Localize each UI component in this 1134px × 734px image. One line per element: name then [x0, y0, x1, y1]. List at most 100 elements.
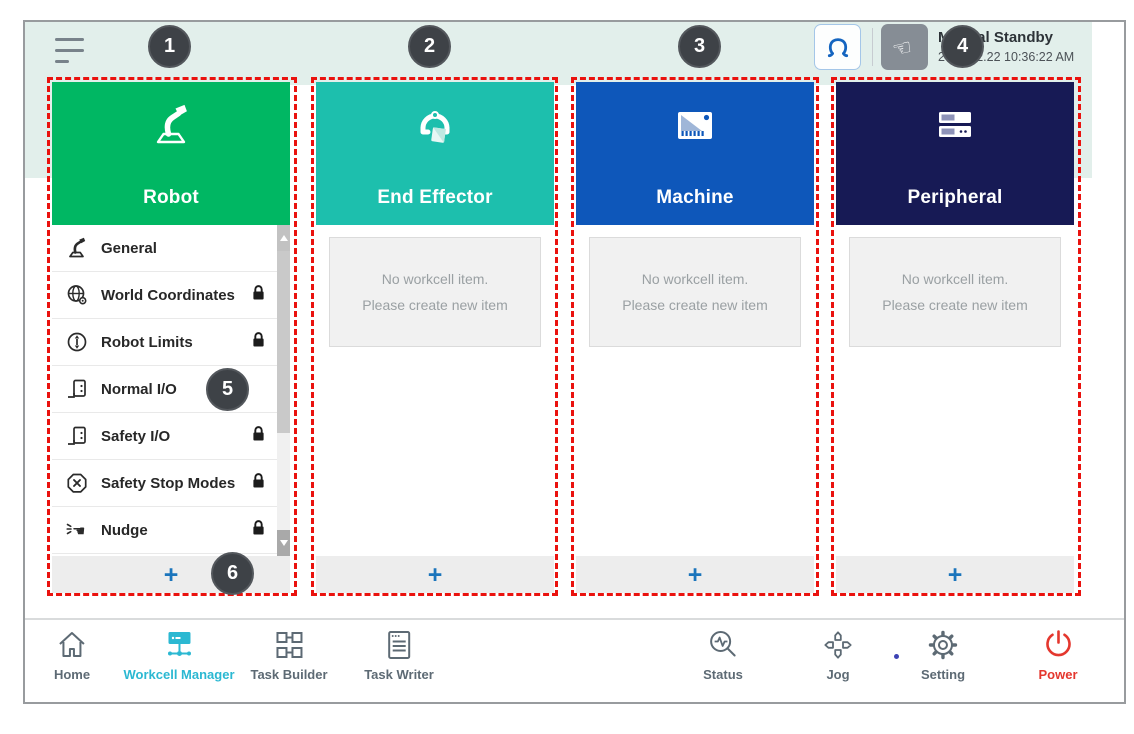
peripheral-column-header[interactable]: Peripheral [836, 82, 1074, 225]
nav-workcell-manager[interactable]: Workcell Manager [123, 628, 235, 682]
lock-icon [251, 284, 266, 306]
column-title: Machine [656, 187, 734, 208]
peripheral-icon [939, 112, 971, 137]
robot-settings-list: General World Coordinates [52, 225, 290, 556]
header-divider [872, 28, 873, 66]
globe-icon [64, 282, 90, 308]
machine-column-header[interactable]: Machine [576, 82, 814, 225]
list-item-normal-io[interactable]: Normal I/O [52, 366, 290, 413]
nav-label: Home [53, 667, 91, 682]
nav-label: Status [703, 667, 743, 682]
app-window: ☜ Manual Standby 2019.02.22 10:36:22 AM … [23, 20, 1126, 704]
machine-icon [678, 112, 712, 139]
nav-jog[interactable]: Jog [820, 628, 856, 682]
nav-setting[interactable]: Setting [921, 628, 965, 682]
list-item-general[interactable]: General [52, 225, 290, 272]
gripper-icon [827, 38, 848, 58]
column-title: Peripheral [907, 187, 1003, 208]
empty-state-line1: No workcell item. [381, 271, 489, 287]
add-end-effector-item-button[interactable]: + [316, 556, 554, 593]
io-icon [64, 376, 90, 402]
machine-empty-state: No workcell item. Please create new item [589, 237, 801, 347]
power-icon [1045, 630, 1071, 657]
list-item-label: Normal I/O [101, 380, 177, 398]
scroll-up-button[interactable] [277, 225, 290, 251]
list-item-safety-stop-modes[interactable]: Safety Stop Modes [52, 460, 290, 507]
list-item-world-coordinates[interactable]: World Coordinates [52, 272, 290, 319]
status-dot [894, 654, 899, 659]
empty-state-line2: Please create new item [882, 297, 1028, 313]
nav-task-builder[interactable]: Task Builder [250, 628, 328, 682]
plus-icon: + [427, 560, 443, 589]
limits-icon [64, 329, 90, 355]
annotation-badge-4: 4 [941, 25, 984, 68]
robot-arm-icon [156, 104, 187, 144]
triangle-up-icon [279, 235, 288, 241]
hand-icon: ☜ [889, 34, 914, 63]
add-machine-item-button[interactable]: + [576, 556, 814, 593]
plus-icon: + [163, 560, 179, 589]
end-effector-empty-state: No workcell item. Please create new item [329, 237, 541, 347]
add-robot-item-button[interactable]: + [52, 556, 290, 593]
status-icon [709, 631, 736, 657]
annotation-badge-1: 1 [148, 25, 191, 68]
lock-icon [251, 331, 266, 353]
add-peripheral-item-button[interactable]: + [836, 556, 1074, 593]
nav-task-writer[interactable]: Task Writer [364, 628, 434, 682]
nav-power[interactable]: Power [1038, 628, 1078, 682]
svg-text:☚: ☚ [72, 523, 85, 540]
nav-home[interactable]: Home [54, 628, 90, 682]
lock-icon [251, 519, 266, 541]
scroll-down-button[interactable] [277, 530, 290, 556]
nav-status[interactable]: Status [703, 628, 743, 682]
hamburger-icon [55, 37, 84, 41]
stop-octagon-icon [64, 470, 90, 496]
list-item-safety-io[interactable]: Safety I/O [52, 413, 290, 460]
lock-icon [251, 425, 266, 447]
nudge-hand-icon: ☚ [64, 517, 90, 543]
empty-state-line2: Please create new item [622, 297, 768, 313]
empty-state-line1: No workcell item. [901, 271, 1009, 287]
jog-dpad-icon [824, 631, 852, 659]
plus-icon: + [947, 560, 963, 589]
list-item-label: World Coordinates [101, 286, 235, 304]
empty-state-line1: No workcell item. [641, 271, 749, 287]
empty-state-line2: Please create new item [362, 297, 508, 313]
nav-label: Jog [826, 667, 850, 682]
annotation-badge-5: 5 [206, 368, 249, 411]
triangle-down-icon [279, 540, 288, 546]
column-title: End Effector [377, 187, 493, 208]
list-item-robot-limits[interactable]: Robot Limits [52, 319, 290, 366]
column-title: Robot [143, 187, 199, 208]
nav-label: Power [1038, 667, 1078, 682]
plus-icon: + [687, 560, 703, 589]
gripper-box-icon [420, 111, 450, 143]
svg-text:☜: ☜ [889, 34, 914, 63]
gear-icon [928, 630, 958, 660]
nav-label: Task Builder [250, 667, 328, 682]
annotation-badge-2: 2 [408, 25, 451, 68]
list-item-label: General [101, 239, 157, 257]
home-icon [59, 632, 85, 657]
annotation-badge-6: 6 [211, 552, 254, 595]
peripheral-empty-state: No workcell item. Please create new item [849, 237, 1061, 347]
workcell-manager-icon [167, 632, 191, 656]
list-item-label: Safety Stop Modes [101, 474, 236, 492]
end-effector-column-header[interactable]: End Effector [316, 82, 554, 225]
list-item-label: Safety I/O [101, 427, 171, 445]
gripper-toggle-button[interactable] [814, 24, 861, 70]
list-item-nudge[interactable]: ☚ Nudge [52, 507, 290, 554]
task-writer-icon [387, 631, 410, 659]
task-builder-icon [276, 632, 302, 658]
nav-label: Workcell Manager [123, 667, 235, 682]
robot-column-header[interactable]: Robot [52, 82, 290, 225]
annotation-badge-3: 3 [678, 25, 721, 68]
nav-label: Task Writer [364, 667, 434, 682]
list-item-label: Robot Limits [101, 333, 193, 351]
hamburger-menu-button[interactable] [55, 33, 89, 67]
manual-hand-button[interactable]: ☜ [881, 24, 928, 70]
lock-icon [251, 472, 266, 494]
io-icon [64, 423, 90, 449]
scrollbar[interactable] [277, 225, 290, 556]
scrollbar-thumb[interactable] [277, 251, 290, 433]
